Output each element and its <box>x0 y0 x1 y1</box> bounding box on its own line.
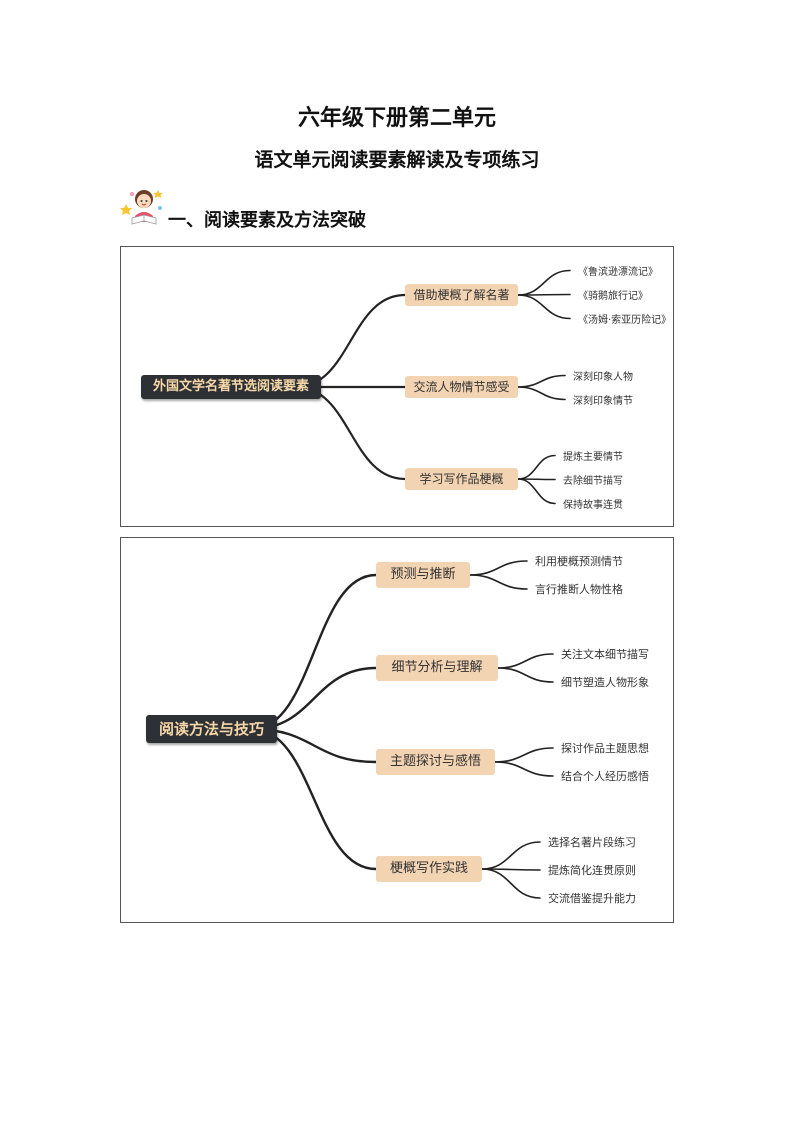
leaf-item: 探讨作品主题思想 <box>561 742 649 755</box>
reading-child-icon <box>120 190 163 225</box>
leaf-item: 深刻印象情节 <box>573 396 633 407</box>
leaf-item: 《鲁滨逊漂流记》 <box>578 267 658 278</box>
page-subtitle: 语文单元阅读要素解读及专项练习 <box>254 149 540 171</box>
branch-summary-practice: 梗概写作实践 <box>376 856 482 882</box>
connector-line <box>517 374 566 388</box>
leaf-item: 深刻印象人物 <box>573 372 633 383</box>
mindmap-reading-elements: 外国文学名著节选阅读要素 借助梗概了解名著 交流人物情节感受 学习写作品梗概 《… <box>120 246 674 527</box>
branch-theme: 主题探讨与感悟 <box>376 749 495 775</box>
connector-line <box>294 293 407 389</box>
connector-line <box>469 560 528 576</box>
leaf-item: 言行推断人物性格 <box>535 583 623 596</box>
connector-line <box>494 761 554 777</box>
connector-line <box>517 454 556 480</box>
leaf-item: 提炼主要情节 <box>563 452 623 463</box>
branch-writing: 学习写作品梗概 <box>405 468 518 490</box>
branch-detail-analysis: 细节分析与理解 <box>376 655 498 681</box>
leaf-item: 去除细节描写 <box>563 476 623 487</box>
connector-line <box>250 727 378 871</box>
connector-line <box>481 868 541 899</box>
connector-line <box>517 269 571 296</box>
branch-prediction: 预测与推断 <box>376 562 470 588</box>
mindmap-reading-methods: 阅读方法与技巧 预测与推断 细节分析与理解 主题探讨与感悟 梗概写作实践 利用梗… <box>120 537 674 923</box>
connector-line <box>494 747 554 763</box>
leaf-item: 选择名著片段练习 <box>548 836 636 849</box>
leaf-item: 结合个人经历感悟 <box>561 770 649 783</box>
connector-line <box>517 386 566 401</box>
leaf-item: 细节塑造人物形象 <box>561 676 649 689</box>
leaf-item: 提炼简化连贯原则 <box>548 864 636 877</box>
leaf-item: 利用梗概预测情节 <box>535 555 623 568</box>
section-heading-text: 一、阅读要素及方法突破 <box>168 210 366 231</box>
leaf-item: 关注文本细节描写 <box>561 648 649 661</box>
connector-line <box>497 653 554 669</box>
mindmap-root: 外国文学名著节选阅读要素 <box>141 375 321 399</box>
leaf-item: 《骑鹅旅行记》 <box>578 291 648 302</box>
leaf-item: 交流借鉴提升能力 <box>548 892 636 905</box>
leaf-item: 《汤姆·索亚历险记》 <box>578 315 672 326</box>
section-heading: 一、阅读要素及方法突破 <box>120 186 520 231</box>
connector-line <box>517 293 571 296</box>
branch-summary: 借助梗概了解名著 <box>405 284 518 306</box>
connector-line <box>294 385 407 481</box>
connector-line <box>497 667 554 683</box>
connector-line <box>469 574 528 590</box>
mindmap-root: 阅读方法与技巧 <box>146 715 277 743</box>
connector-line <box>250 573 378 731</box>
branch-feelings: 交流人物情节感受 <box>405 376 518 398</box>
leaf-item: 保持故事连贯 <box>563 500 623 511</box>
connector-line <box>481 841 541 870</box>
connector-line <box>517 294 571 320</box>
page-title: 六年级下册第二单元 <box>297 106 496 131</box>
connector-line <box>517 478 556 505</box>
